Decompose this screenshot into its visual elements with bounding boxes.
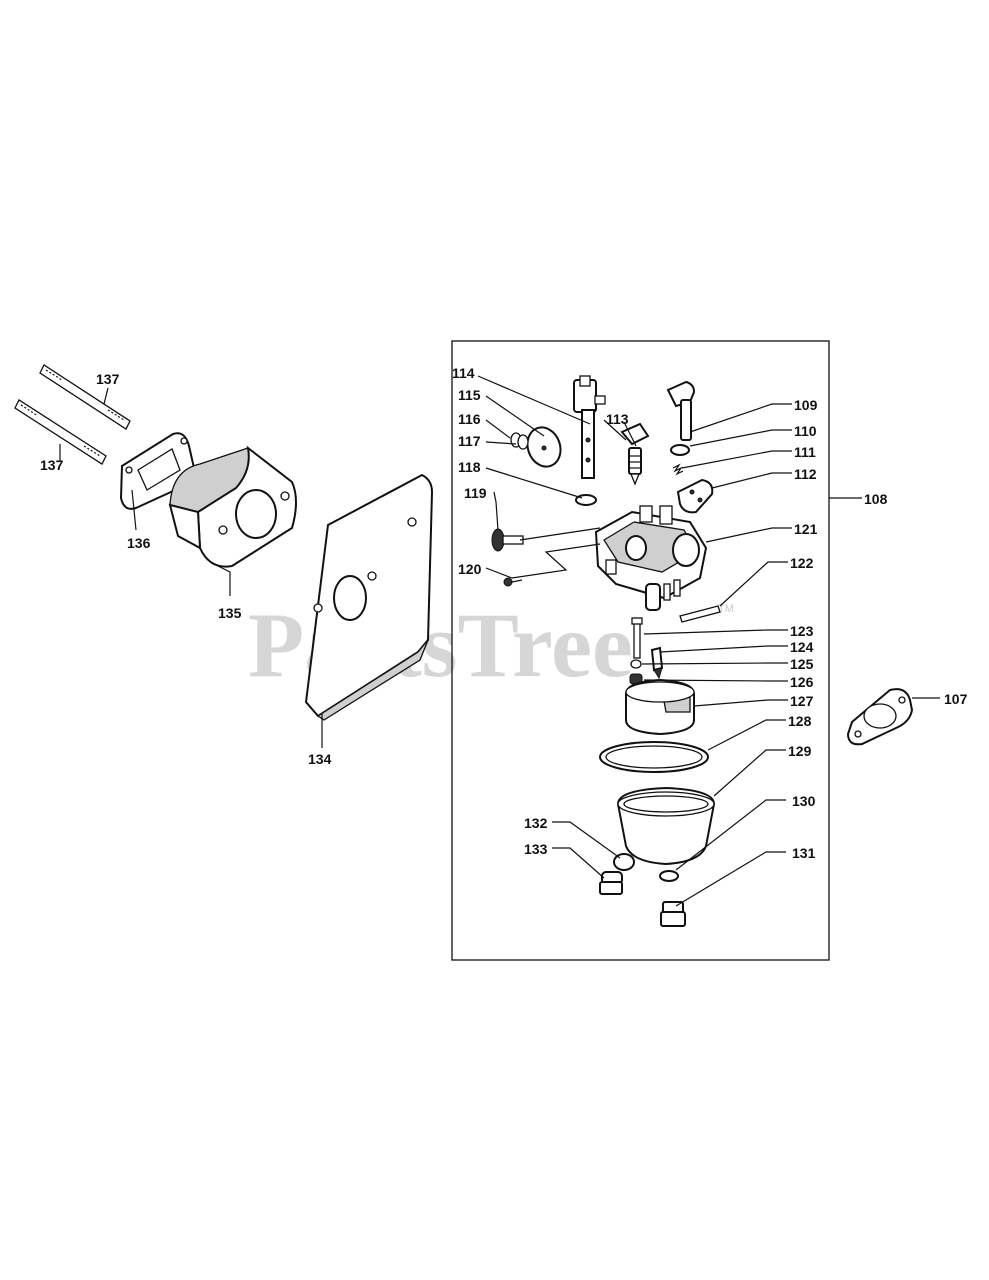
emulsion-tube-123[interactable] bbox=[631, 617, 643, 659]
callout-135: 135 bbox=[218, 605, 242, 621]
callout-121: 121 bbox=[794, 521, 818, 537]
throttle-shaft-114[interactable] bbox=[573, 375, 606, 479]
callout-130: 130 bbox=[792, 793, 816, 809]
gasket-107[interactable] bbox=[846, 688, 914, 746]
callout-120: 120 bbox=[458, 561, 482, 577]
callout-131: 131 bbox=[792, 845, 816, 861]
pilot-screw-113[interactable] bbox=[620, 422, 650, 486]
callout-115: 115 bbox=[458, 387, 481, 403]
callout-132: 132 bbox=[524, 815, 548, 831]
callout-129: 129 bbox=[788, 743, 812, 759]
gasket-136[interactable] bbox=[119, 432, 196, 510]
callout-124: 124 bbox=[790, 639, 814, 655]
screw-120[interactable] bbox=[503, 577, 523, 587]
callout-127: 127 bbox=[790, 693, 814, 709]
callout-117: 117 bbox=[458, 433, 481, 449]
washer-110[interactable] bbox=[670, 444, 690, 456]
callout-107: 107 bbox=[944, 691, 968, 707]
callout-126: 126 bbox=[790, 674, 814, 690]
callout-134: 134 bbox=[308, 751, 332, 767]
float-pin-122[interactable] bbox=[679, 605, 721, 623]
watermark-text: PartsTree bbox=[248, 594, 633, 696]
callout-108: 108 bbox=[864, 491, 888, 507]
carburetor-body-121[interactable] bbox=[594, 505, 708, 611]
watermark-trademark: TM bbox=[718, 603, 734, 615]
washer-130[interactable] bbox=[659, 870, 679, 882]
choke-plate-112[interactable] bbox=[676, 478, 714, 514]
callout-125: 125 bbox=[790, 656, 814, 672]
callout-118: 118 bbox=[458, 459, 481, 475]
callout-122: 122 bbox=[790, 555, 814, 571]
callout-114: 114 bbox=[452, 365, 475, 381]
float-bowl-129[interactable] bbox=[616, 786, 716, 866]
spring-116[interactable] bbox=[510, 432, 529, 450]
callout-123: 123 bbox=[790, 623, 814, 639]
spring-111[interactable] bbox=[672, 463, 684, 476]
carburetor-assembly-frame bbox=[451, 340, 830, 961]
stud-137-lower[interactable] bbox=[14, 399, 107, 465]
callout-128: 128 bbox=[788, 713, 812, 729]
choke-lever-109[interactable] bbox=[666, 380, 696, 441]
callout-119: 119 bbox=[464, 485, 487, 501]
callout-110: 110 bbox=[794, 423, 817, 439]
drain-screw-133[interactable] bbox=[599, 871, 623, 895]
callout-133: 133 bbox=[524, 841, 548, 857]
bowl-bolt-131[interactable] bbox=[660, 901, 686, 927]
callout-113: 113 bbox=[606, 411, 629, 427]
screw-119[interactable] bbox=[491, 528, 524, 552]
callout-111: 111 bbox=[794, 444, 816, 460]
callout-116: 116 bbox=[458, 411, 481, 427]
heat-shield-134[interactable] bbox=[304, 473, 434, 721]
callout-136: 136 bbox=[127, 535, 151, 551]
clip-125[interactable] bbox=[630, 659, 642, 669]
callout-109: 109 bbox=[794, 397, 818, 413]
callout-137-lower: 137 bbox=[40, 457, 64, 473]
spacer-135[interactable] bbox=[168, 445, 297, 568]
callout-112: 112 bbox=[794, 466, 817, 482]
throttle-plate-115[interactable] bbox=[522, 423, 566, 472]
stud-137-upper[interactable] bbox=[39, 364, 131, 430]
float-127[interactable] bbox=[625, 678, 695, 736]
callout-137-upper: 137 bbox=[96, 371, 120, 387]
